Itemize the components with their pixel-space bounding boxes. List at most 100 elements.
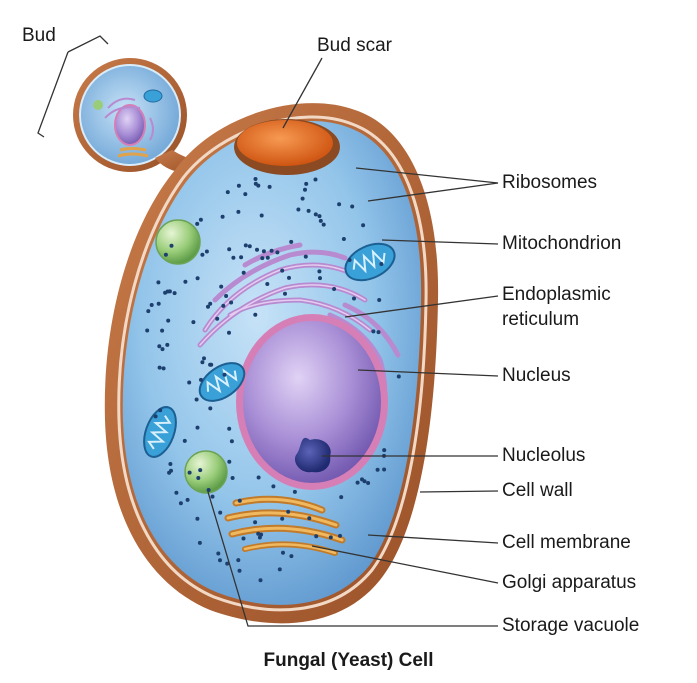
ribosome-dot [154, 414, 158, 418]
ribosome-dot [195, 517, 199, 521]
label-nucleolus: Nucleolus [502, 445, 585, 467]
ribosome-dot [168, 289, 172, 293]
ribosome-dot [221, 215, 225, 219]
ribosome-dot [397, 375, 401, 379]
ribosome-dot [322, 223, 326, 227]
bud-vacuole [93, 100, 103, 110]
bud-mitochondrion [144, 90, 162, 102]
ribosome-dot [376, 468, 380, 472]
ribosome-dot [286, 510, 290, 514]
label-cell-membrane: Cell membrane [502, 532, 631, 554]
ribosome-dot [352, 297, 356, 301]
ribosome-dot [227, 460, 231, 464]
ribosome-dot [199, 378, 203, 382]
label-nucleus: Nucleus [502, 365, 571, 387]
ribosome-dot [303, 188, 307, 192]
ribosome-dot [242, 537, 246, 541]
ribosome-dot [160, 329, 164, 333]
ribosome-dot [266, 256, 270, 260]
ribosome-dot [162, 366, 166, 370]
ribosome-dot [296, 208, 300, 212]
ribosome-dot [227, 427, 231, 431]
label-er-line1: Endoplasmic [502, 284, 611, 306]
ribosome-dot [371, 329, 375, 333]
ribosome-dot [270, 249, 274, 253]
ribosome-dot [202, 356, 206, 360]
ribosome-dot [158, 366, 162, 370]
ribosome-dot [265, 282, 269, 286]
vacuole-upper [156, 220, 200, 264]
ribosome-dot [337, 202, 341, 206]
ribosome-dot [236, 558, 240, 562]
ribosome-dot [208, 363, 212, 367]
ribosome-dot [244, 243, 248, 247]
ribosome-dot [260, 256, 264, 260]
ribosome-dot [329, 535, 333, 539]
ribosome-dot [242, 271, 246, 275]
ribosome-dot [173, 291, 177, 295]
ribosome-dot [169, 469, 173, 473]
ribosome-dot [205, 250, 209, 254]
ribosome-dot [215, 317, 219, 321]
ribosome-dot [314, 534, 318, 538]
bud-scar [234, 119, 340, 175]
ribosome-dot [366, 481, 370, 485]
ribosome-dot [183, 439, 187, 443]
label-mitochondrion: Mitochondrion [502, 233, 621, 255]
ribosome-dot [211, 495, 215, 499]
ribosome-dot [382, 448, 386, 452]
ribosome-dot [280, 517, 284, 521]
ribosome-dot [307, 516, 311, 520]
ribosome-dot [304, 255, 308, 259]
ribosome-dot [289, 240, 293, 244]
ribosome-dot [377, 298, 381, 302]
ribosome-dot [174, 491, 178, 495]
ribosome-dot [254, 182, 258, 186]
ribosome-dot [196, 276, 200, 280]
ribosome-dot [200, 253, 204, 257]
ribosome-dot [229, 301, 233, 305]
label-bud: Bud [22, 25, 56, 47]
ribosome-dot [307, 209, 311, 213]
label-ribosomes: Ribosomes [502, 172, 597, 194]
label-storage-vacuole: Storage vacuole [502, 615, 639, 637]
label-bud-scar: Bud scar [317, 35, 392, 57]
ribosome-dot [164, 253, 168, 257]
ribosome-dot [157, 302, 161, 306]
ribosome-dot [348, 258, 352, 262]
leader-cell-wall [420, 491, 498, 492]
ribosome-dot [196, 426, 200, 430]
ribosome-dot [221, 304, 225, 308]
ribosome-dot [226, 190, 230, 194]
ribosome-dot [278, 567, 282, 571]
ribosome-dot [231, 476, 235, 480]
ribosome-dot [304, 182, 308, 186]
ribosome-dot [146, 309, 150, 313]
ribosome-dot [318, 214, 322, 218]
ribosome-dot [332, 287, 336, 291]
ribosome-dot [156, 280, 160, 284]
ribosome-dot [260, 214, 264, 218]
ribosome-dot [350, 205, 354, 209]
ribosome-dot [145, 329, 149, 333]
ribosome-dot [271, 484, 275, 488]
label-golgi-apparatus: Golgi apparatus [502, 572, 636, 594]
ribosome-dot [379, 262, 383, 266]
ribosome-dot [216, 552, 220, 556]
ribosome-dot [219, 285, 223, 289]
ribosome-dot [361, 223, 365, 227]
ribosome-dot [187, 381, 191, 385]
ribosome-dot [243, 192, 247, 196]
bud-scar-center [237, 120, 333, 166]
ribosome-dot [198, 468, 202, 472]
ribosome-dot [253, 313, 257, 317]
ribosome-dot [257, 476, 261, 480]
ribosome-dot [183, 280, 187, 284]
ribosome-dot [317, 269, 321, 273]
ribosome-dot [218, 558, 222, 562]
ribosome-dot [259, 578, 263, 582]
ribosome-dot [218, 511, 222, 515]
ribosome-dot [280, 269, 284, 273]
ribosome-dot [339, 495, 343, 499]
nucleus [236, 314, 388, 490]
